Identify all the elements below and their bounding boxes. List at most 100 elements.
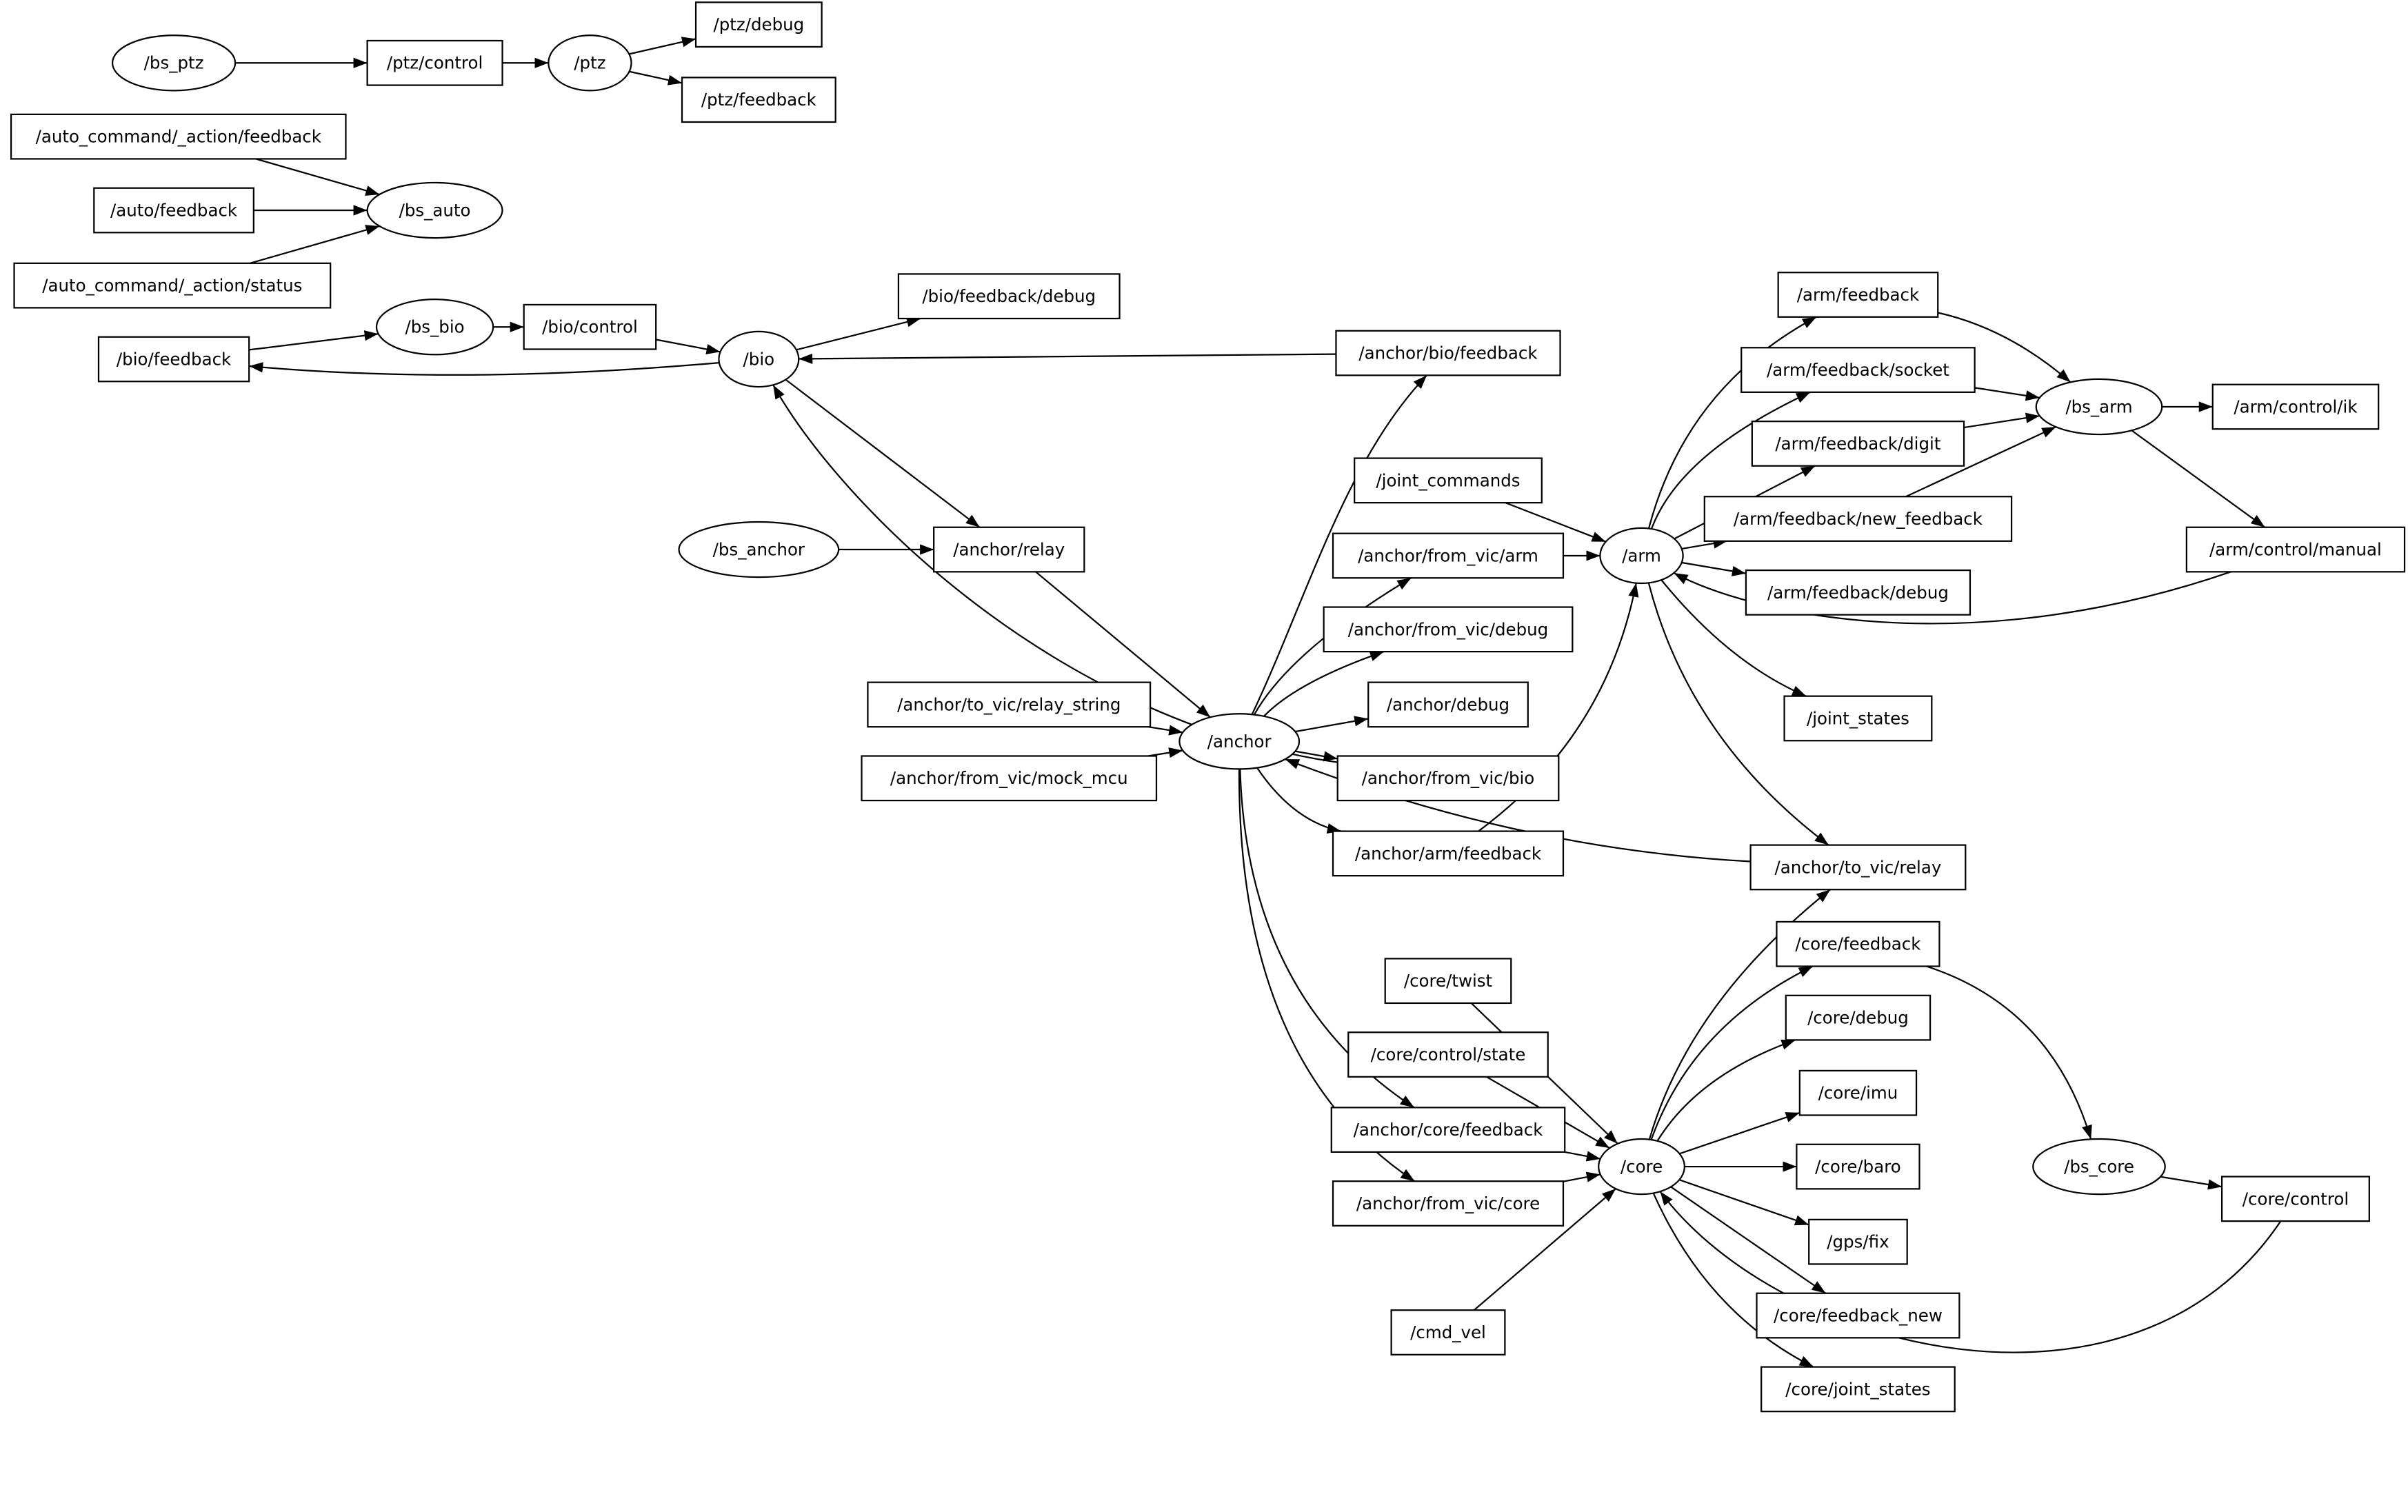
topic-label: /bio/feedback <box>117 349 232 369</box>
topic-label: /arm/feedback <box>1797 285 1920 305</box>
edge-arm_fb_newfb-to-bs_arm <box>1905 426 2056 498</box>
topic-box <box>1332 1180 1565 1227</box>
edge-auto_fb-to-bs_auto <box>255 158 380 196</box>
topic-box <box>861 755 1158 802</box>
topic-box <box>1390 1309 1506 1355</box>
topic-box <box>1808 1218 1908 1265</box>
node-label: /anchor <box>1207 732 1272 752</box>
topic-arm_fb_newfb: /arm/feedback/new_feedback <box>1703 496 2013 542</box>
topic-box <box>681 77 836 123</box>
topic-box <box>694 1 823 48</box>
topic-label: /arm/feedback/debug <box>1767 583 1949 603</box>
topic-label: /joint_states <box>1807 708 1909 728</box>
topic-box <box>1796 1143 1920 1190</box>
topic-box <box>97 336 250 383</box>
edge-core-to-core_fb_new <box>1670 1186 1827 1294</box>
topic-arm_fb_socket: /arm/feedback/socket <box>1740 347 1976 393</box>
topic-label: /core/joint_states <box>1785 1379 1930 1399</box>
topic-box <box>867 681 1152 728</box>
edge-arm-to-anchor_tv_relay <box>1647 583 1829 846</box>
edge-arm-to-joint_states <box>1660 579 1807 697</box>
edge-bs_core-to-core_control <box>2160 1176 2223 1190</box>
edge-arm_feedback-to-bs_arm <box>1937 312 2071 383</box>
topic-anchor_fv_arm: /anchor/from_vic/arm <box>1332 532 1565 579</box>
topic-box <box>1323 606 1574 653</box>
topic-anchor_arm_fb: /anchor/arm/feedback <box>1332 830 1565 877</box>
node-label: /bs_ptz <box>144 53 204 73</box>
topic-label: /core/imu <box>1818 1083 1898 1103</box>
edge-ptz-to-ptz_feedback <box>629 70 683 85</box>
topic-box <box>1751 421 1965 467</box>
topic-anchor_fv_bio: /anchor/from_vic/bio <box>1336 755 1560 802</box>
topic-box <box>1777 272 1939 318</box>
edge-auto_status-to-bs_auto <box>250 225 380 264</box>
topic-label: /ptz/control <box>387 53 483 73</box>
node-ellipse <box>1599 527 1684 585</box>
topic-anchor_fv_mock: /anchor/from_vic/mock_mcu <box>861 755 1158 802</box>
node-ellipse <box>678 521 840 578</box>
edge-joint_commands-to-arm <box>1505 502 1607 543</box>
edge-bio-to-anchor_relay <box>785 379 981 528</box>
topic-box <box>1776 920 1940 967</box>
topic-label: /ptz/debug <box>713 14 804 34</box>
edge-arm-to-arm_feedback <box>1647 316 1817 529</box>
node-ellipse <box>1178 713 1301 770</box>
node-bs_ptz: /bs_ptz <box>111 34 237 92</box>
edge-bio-to-bio_fb_debug <box>796 316 921 351</box>
edge-anchor-to-anchor_fv_arm <box>1253 577 1412 716</box>
topic-label: /anchor/to_vic/relay <box>1775 857 1942 877</box>
edge-bs_arm-to-arm_control_manual <box>2131 430 2266 528</box>
topic-anchor_tv_relay_string: /anchor/to_vic/relay_string <box>867 681 1152 728</box>
topic-anchor_tv_relay: /anchor/to_vic/relay <box>1749 844 1967 891</box>
nodes-layer: /bs_ptz/ptz/bs_auto/bs_bio/bio/bs_anchor… <box>111 34 2166 1196</box>
topic-bio_feedback: /bio/feedback <box>97 336 250 383</box>
topic-ptz_feedback: /ptz/feedback <box>681 77 836 123</box>
edge-ptz-to-ptz_debug <box>629 37 696 55</box>
node-bio: /bio <box>718 330 800 388</box>
topic-core_baro: /core/baro <box>1796 1143 1920 1190</box>
topic-label: /cmd_vel <box>1410 1322 1486 1342</box>
topic-core_imu: /core/imu <box>1798 1069 1918 1116</box>
topic-anchor_debug: /anchor/debug <box>1367 681 1529 728</box>
node-label: /ptz <box>574 53 605 73</box>
edge-core-to-core_joint_states <box>1652 1193 1814 1368</box>
node-bs_anchor: /bs_anchor <box>678 521 840 578</box>
topic-label: /auto_command/_action/feedback <box>36 127 322 147</box>
edge-arm-to-arm_fb_socket <box>1650 391 1811 530</box>
topic-box <box>1335 330 1561 376</box>
topics-layer: /ptz/debug/ptz/control/ptz/feedback/auto… <box>10 1 2406 1413</box>
topic-box <box>1330 1107 1566 1153</box>
edge-anchor_fv_core-to-core <box>1563 1171 1601 1182</box>
edge-anchor-to-anchor_debug <box>1295 716 1369 733</box>
topic-box <box>1760 1366 1956 1413</box>
topic-label: /arm/feedback/socket <box>1767 360 1949 380</box>
edge-arm_fb_digit-to-bs_arm <box>1963 412 2040 429</box>
topic-core_control: /core/control <box>2220 1176 2370 1222</box>
topic-label: /auto_command/_action/status <box>42 276 302 296</box>
topic-label: /core/debug <box>1807 1008 1909 1028</box>
node-label: /bs_anchor <box>713 540 805 560</box>
topic-arm_fb_debug: /arm/feedback/debug <box>1745 569 1971 616</box>
topic-label: /anchor/from_vic/arm <box>1358 545 1538 565</box>
node-arm: /arm <box>1599 527 1684 585</box>
topic-label: /anchor/from_vic/mock_mcu <box>890 768 1128 788</box>
topic-auto_status: /auto_command/_action/status <box>13 262 332 309</box>
topic-label: /anchor/from_vic/bio <box>1362 768 1535 788</box>
edge-core-to-core_imu <box>1679 1111 1800 1155</box>
edge-anchor-to-anchor_arm_fb <box>1256 767 1342 834</box>
edge-anchor_tv_relay_string-to-anchor <box>1147 725 1183 736</box>
topic-label: /anchor/to_vic/relay_string <box>897 694 1121 714</box>
node-bs_bio: /bs_bio <box>375 299 494 356</box>
node-bs_core: /bs_core <box>2032 1138 2166 1196</box>
edge-core-to-core_feedback <box>1650 965 1814 1140</box>
topic-label: /anchor/bio/feedback <box>1358 343 1538 363</box>
edge-arm_fb_socket-to-bs_arm <box>1974 387 2040 401</box>
node-anchor: /anchor <box>1178 713 1301 770</box>
topic-bio_fb_debug: /bio/feedback/debug <box>897 273 1121 320</box>
node-ellipse <box>366 181 503 239</box>
node-label: /bs_auto <box>399 200 471 220</box>
topic-box <box>2220 1176 2370 1222</box>
topic-box <box>523 303 657 350</box>
